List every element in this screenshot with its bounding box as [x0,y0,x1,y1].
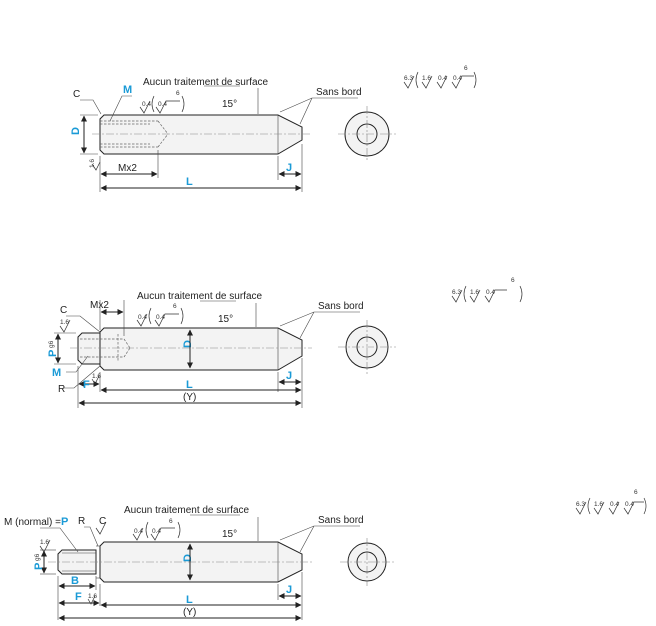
label-l-2: L [186,379,193,391]
label-l-1: L [186,176,193,188]
edge-note-3: Sans bord [318,515,364,526]
svg-text:6: 6 [169,518,173,525]
roughness-legend-1: 6.3 1.6 0.4 0.4 6 [403,65,477,89]
svg-text:0.4: 0.4 [138,314,147,321]
shank-2 [77,332,101,365]
view-2: 0.4 0.4 6 Aucun traitement de surface 15… [47,277,523,408]
svg-text:6: 6 [176,90,180,97]
end-view-1 [338,106,396,162]
label-c-1: C [73,89,80,100]
label-j-2: J [286,370,292,382]
label-d-1: D [70,127,82,135]
label-p-3: P [33,563,45,570]
label-m-2: M [52,367,61,379]
label-m-normal-3: M (normal) =P [4,516,68,528]
svg-text:0.4: 0.4 [610,501,619,508]
svg-text:6: 6 [173,303,177,310]
tapped-hole-1 [100,120,169,148]
svg-text:6.3: 6.3 [452,289,461,296]
angle-1: 15° [222,99,237,110]
svg-text:0.4: 0.4 [625,501,634,508]
angle-2: 15° [218,314,233,325]
label-r-3: R [78,516,85,527]
label-f-3: F [75,591,82,603]
svg-text:6: 6 [634,489,638,496]
svg-text:0.4: 0.4 [486,289,495,296]
svg-text:0.4: 0.4 [438,75,447,82]
svg-text:0.4: 0.4 [142,101,151,108]
label-d-3: D [182,554,194,562]
label-c-2: C [60,305,67,316]
svg-text:0.4: 0.4 [158,101,167,108]
svg-text:1.6: 1.6 [88,593,97,600]
end-view-3 [340,538,394,586]
svg-text:0.4: 0.4 [152,528,161,535]
label-r-2: R [58,384,65,395]
label-mx2-1: Mx2 [118,163,137,174]
tapped-hole-2 [80,334,131,362]
view-3: 0.4 0.4 6 Aucun traitement de surface 15… [4,489,647,621]
svg-text:1.6: 1.6 [40,539,49,546]
surface-note-3: Aucun traitement de surface [124,505,250,516]
roughness-legend-2: 6.3 1.6 0.4 6 [451,277,523,303]
svg-text:1.6: 1.6 [89,159,96,168]
svg-text:0.4: 0.4 [453,75,462,82]
edge-note-1: Sans bord [316,87,362,98]
label-j-1: J [286,162,292,174]
end-view-2 [338,320,396,374]
label-f-2: F [83,379,90,391]
svg-text:1.6: 1.6 [594,501,603,508]
surface-note-1: Aucun traitement de surface [143,77,269,88]
label-l-3: L [186,594,193,606]
label-m-1: M [123,84,132,96]
svg-text:6.3: 6.3 [404,75,413,82]
label-p-2: P [47,350,59,357]
label-mx2-2: Mx2 [90,300,109,311]
svg-text:0.4: 0.4 [134,528,143,535]
roughness-callout-2: 0.4 0.4 6 [136,303,184,327]
label-y-3: (Y) [183,607,196,618]
roughness-callout-3: 0.4 0.4 6 [132,518,181,541]
pin-body-2 [99,327,303,371]
label-b-3: B [71,575,79,587]
svg-text:1.6: 1.6 [60,319,69,326]
label-y-2: (Y) [183,392,196,403]
label-c-3: C [99,516,106,527]
roughness-legend-3: 6.3 1.6 0.4 0.4 6 [575,489,647,515]
label-g6-2: g6 [48,340,55,348]
surface-note-2: Aucun traitement de surface [137,291,263,302]
svg-text:6.3: 6.3 [576,501,585,508]
roughness-callout-1: 0.4 0.4 6 [139,90,185,114]
svg-text:1.6: 1.6 [422,75,431,82]
svg-text:1.6: 1.6 [92,373,101,380]
label-g6-3: g6 [34,553,41,561]
svg-text:1.6: 1.6 [470,289,479,296]
label-j-3: J [286,584,292,596]
view-1: 0.4 0.4 6 Aucun traitement de surface 15… [70,65,477,192]
svg-text:0.4: 0.4 [156,314,165,321]
pin-body-3 [99,541,303,583]
svg-text:6: 6 [464,65,468,72]
edge-note-2: Sans bord [318,301,364,312]
svg-text:6: 6 [511,277,515,284]
label-d-2: D [182,340,194,348]
angle-3: 15° [222,529,237,540]
